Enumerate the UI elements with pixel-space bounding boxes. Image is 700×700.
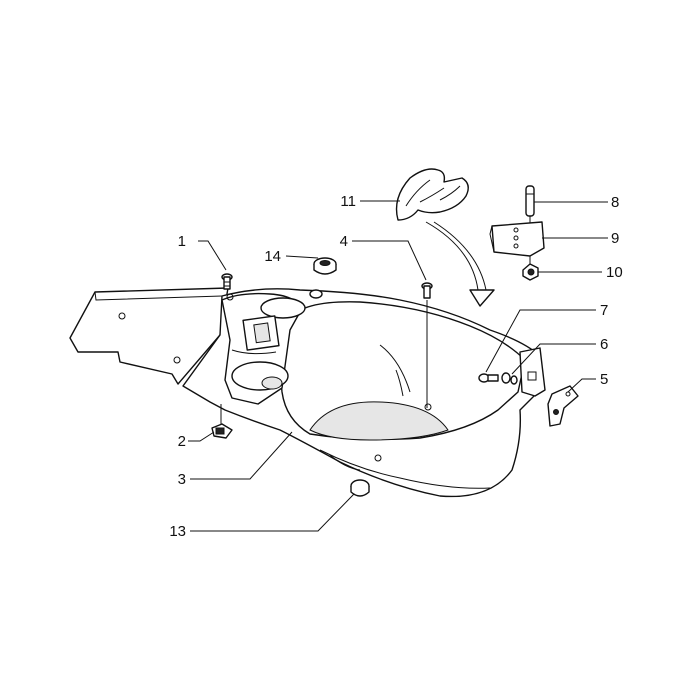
callout-3: 3 [178, 471, 186, 488]
grommet-part-14 [313, 257, 337, 275]
callout-1: 1 [178, 233, 186, 250]
callout-7: 7 [600, 302, 608, 319]
helmet-compartment [69, 287, 546, 498]
callout-4: 4 [340, 233, 348, 250]
pin-part-8 [525, 185, 535, 224]
placement-arrow [425, 221, 495, 307]
callout-10: 10 [606, 264, 623, 281]
callout-13: 13 [169, 523, 186, 540]
callout-14: 14 [264, 248, 281, 265]
latch-plate-part-5 [547, 385, 579, 427]
callout-5: 5 [600, 371, 608, 388]
callout-9: 9 [611, 230, 619, 247]
washer-part-6 [501, 372, 518, 385]
nut-part-10 [522, 256, 539, 281]
bracket-part-9 [489, 221, 545, 257]
callout-labels: 1 2 3 4 5 6 7 8 9 10 11 13 14 [169, 193, 622, 540]
leader-lines [188, 200, 608, 532]
callout-6: 6 [600, 336, 608, 353]
free-decal-part-11 [395, 168, 469, 221]
screw-part-4 [421, 282, 433, 408]
screw-part-7 [478, 373, 499, 383]
clip-nut-part-2 [211, 404, 233, 439]
cap-part-13 [350, 479, 370, 497]
screw-part-1 [221, 273, 233, 290]
callout-2: 2 [178, 433, 186, 450]
callout-11: 11 [340, 193, 356, 210]
callout-8: 8 [611, 194, 619, 211]
